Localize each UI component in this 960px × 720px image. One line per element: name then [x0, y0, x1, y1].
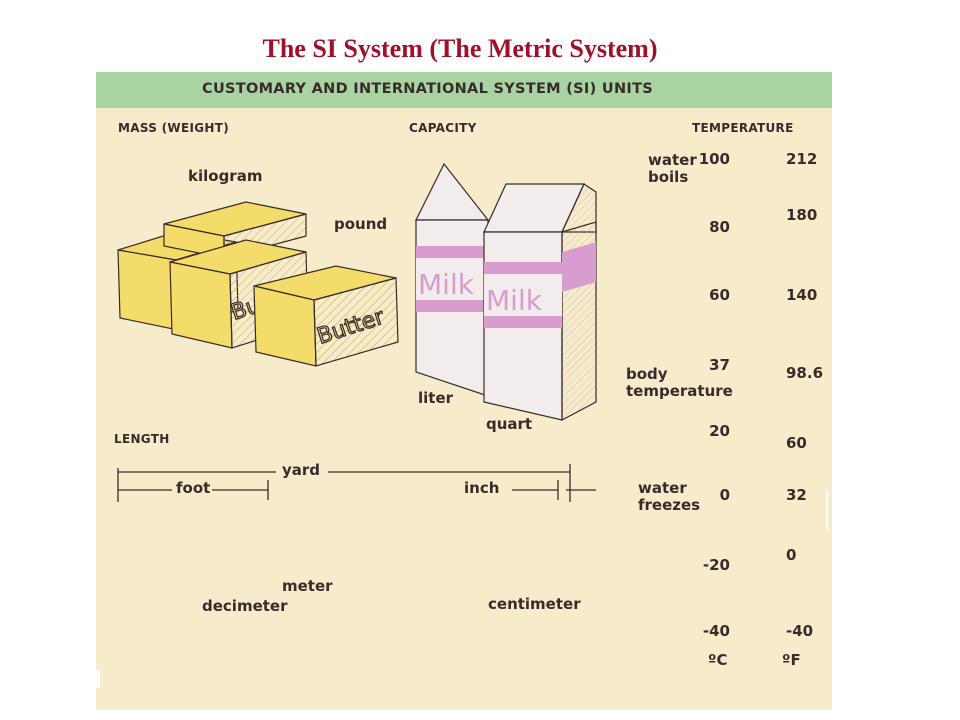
water-boils-text: water boils: [648, 151, 697, 186]
label-kilogram: kilogram: [188, 167, 263, 185]
celsius-80: 80: [709, 218, 730, 236]
header-title: CUSTOMARY AND INTERNATIONAL SYSTEM (SI) …: [202, 81, 654, 97]
length-customary-dimensions: [117, 464, 596, 502]
label-foot: foot: [176, 479, 211, 497]
units-chart-panel: CUSTOMARY AND INTERNATIONAL SYSTEM (SI) …: [96, 72, 832, 710]
label-liter: liter: [418, 389, 454, 407]
label-quart: quart: [486, 415, 533, 433]
fahrenheit-212: 212: [786, 150, 818, 168]
header-band: [96, 72, 832, 108]
label-water-freezes: water freezes: [638, 480, 700, 514]
label-centimeter: centimeter: [488, 595, 581, 613]
label-yard: yard: [282, 461, 321, 479]
celsius-37: 37: [709, 356, 730, 374]
section-capacity: CAPACITY: [409, 121, 477, 135]
label-meter: meter: [282, 577, 333, 595]
celsius-neg40: -40: [702, 622, 730, 640]
label-fahrenheit-unit: ºF: [782, 651, 801, 669]
milk-carton-liter: Milk: [415, 162, 490, 397]
fahrenheit-98-6: 98.6: [786, 364, 824, 382]
water-freezes-line2: freezes: [638, 496, 701, 514]
milk-label-quart: Milk: [486, 284, 543, 317]
label-celsius-unit: ºC: [708, 651, 728, 669]
body-temp-line1: body: [626, 365, 668, 383]
celsius-20: 20: [709, 422, 730, 440]
illustration-svg: Butter Butter Milk Milk: [117, 162, 597, 502]
fahrenheit-neg40: -40: [786, 622, 814, 640]
milk-carton-quart: Milk: [483, 183, 597, 421]
fahrenheit-0: 0: [786, 546, 797, 564]
celsius-neg20: -20: [702, 556, 730, 574]
label-decimeter: decimeter: [202, 597, 288, 615]
section-length: LENGTH: [114, 432, 170, 446]
label-body-temperature: body temperature: [626, 366, 733, 400]
milk-label-liter: Milk: [418, 268, 475, 301]
celsius-100: 100: [698, 150, 730, 168]
butter-block-pound: Butter: [253, 265, 399, 367]
edge-artifact-right: [826, 490, 828, 530]
page-title: The SI System (The Metric System): [262, 34, 658, 63]
celsius-60: 60: [709, 286, 730, 304]
body-temp-line2: temperature: [626, 382, 733, 400]
section-temperature: TEMPERATURE: [692, 121, 794, 135]
celsius-0: 0: [719, 486, 730, 504]
fahrenheit-140: 140: [786, 286, 818, 304]
label-inch: inch: [464, 479, 500, 497]
label-pound: pound: [334, 215, 388, 233]
section-mass: MASS (WEIGHT): [118, 121, 229, 135]
fahrenheit-32: 32: [786, 486, 807, 504]
label-water-boils: water boils: [648, 152, 704, 186]
fahrenheit-180: 180: [786, 206, 818, 224]
fahrenheit-60: 60: [786, 434, 807, 452]
edge-artifact-left: [96, 670, 100, 688]
water-freezes-line1: water: [638, 479, 687, 497]
